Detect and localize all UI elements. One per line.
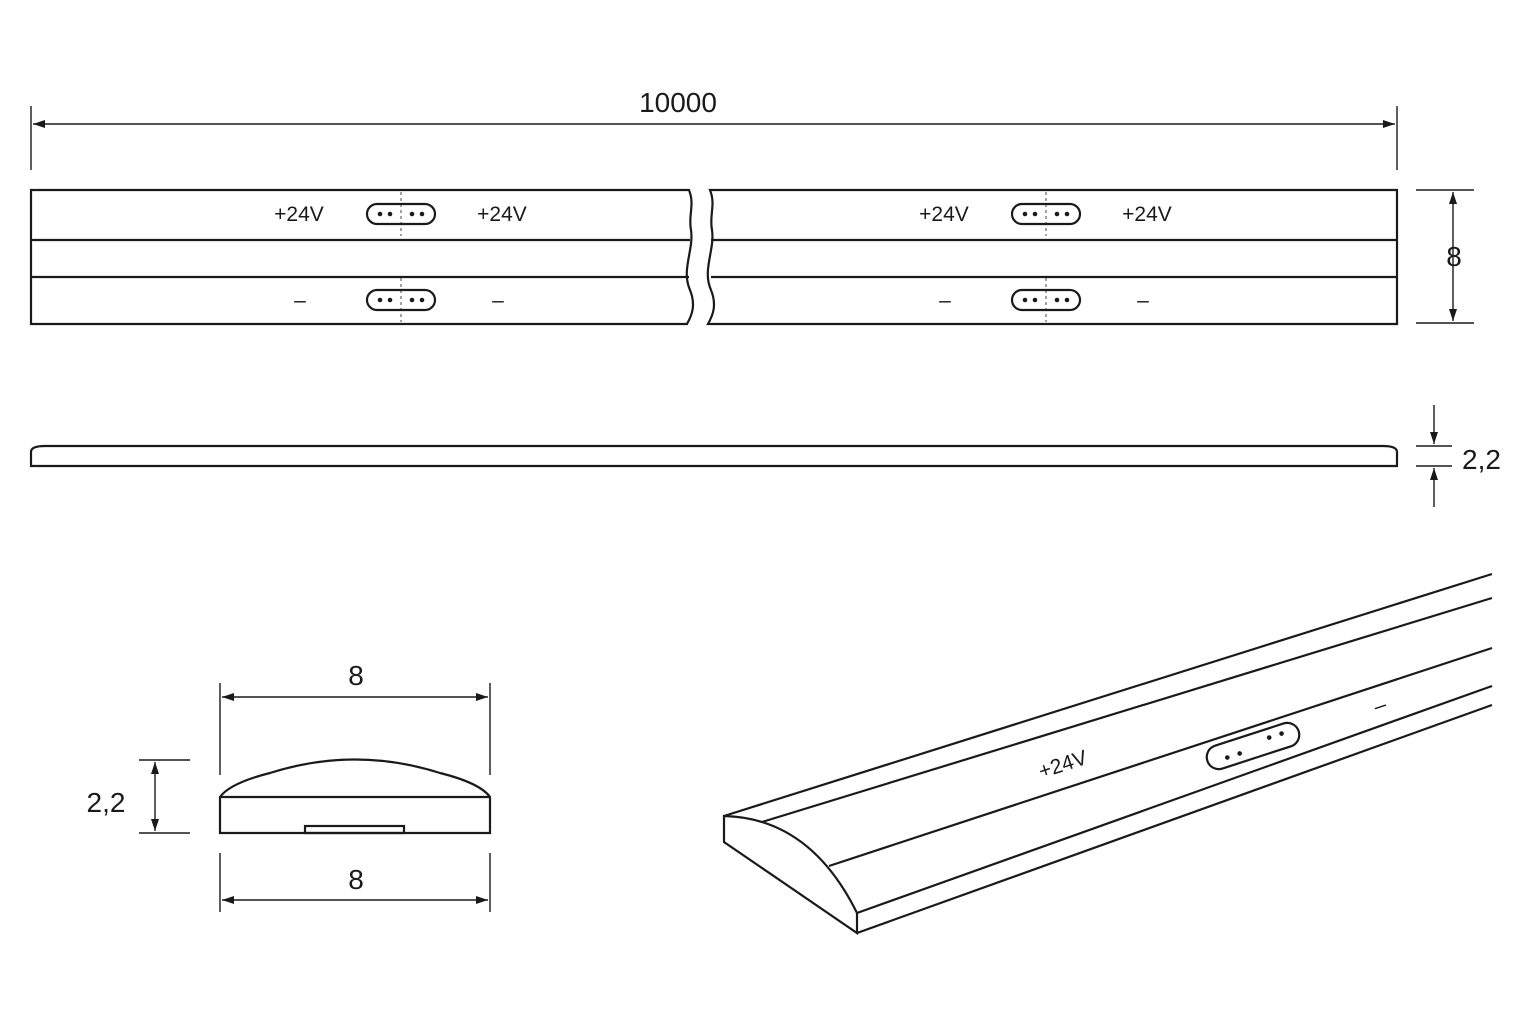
polarity-label-positive: +24V bbox=[919, 203, 969, 226]
solder-pad bbox=[365, 276, 437, 324]
polarity-label-positive: +24V bbox=[274, 203, 324, 226]
polarity-label-negative: – bbox=[492, 289, 504, 312]
strip-perspective-view: +24V – bbox=[722, 572, 1493, 936]
section-bottom-width-value: 8 bbox=[348, 864, 364, 895]
perspective-label-negative: – bbox=[1371, 693, 1390, 719]
polarity-label-positive: +24V bbox=[477, 203, 527, 226]
perspective-solder-pad bbox=[1205, 721, 1301, 771]
cross-section: 8 8 2,2 bbox=[87, 660, 492, 912]
perspective-label-positive: +24V bbox=[1036, 746, 1090, 783]
width-dimension: 8 bbox=[1416, 189, 1474, 324]
polarity-label-positive: +24V bbox=[1122, 203, 1172, 226]
thickness-dimension: 2,2 bbox=[1416, 405, 1501, 507]
polarity-label-negative: – bbox=[294, 289, 306, 312]
thickness-value: 2,2 bbox=[1462, 444, 1501, 475]
polarity-label-negative: – bbox=[1137, 289, 1149, 312]
solder-pad bbox=[365, 190, 437, 238]
strip-plan-view: +24V +24V +24V +24V – – – – bbox=[29, 188, 1399, 326]
length-dimension: 10000 bbox=[30, 87, 1398, 170]
width-value: 8 bbox=[1446, 241, 1462, 272]
section-top-width-value: 8 bbox=[348, 660, 364, 691]
solder-pad bbox=[1010, 276, 1082, 324]
solder-pad bbox=[1010, 190, 1082, 238]
strip-side-view bbox=[29, 444, 1399, 468]
polarity-label-negative: – bbox=[939, 289, 951, 312]
section-height-value: 2,2 bbox=[87, 787, 126, 818]
length-value: 10000 bbox=[639, 87, 717, 118]
